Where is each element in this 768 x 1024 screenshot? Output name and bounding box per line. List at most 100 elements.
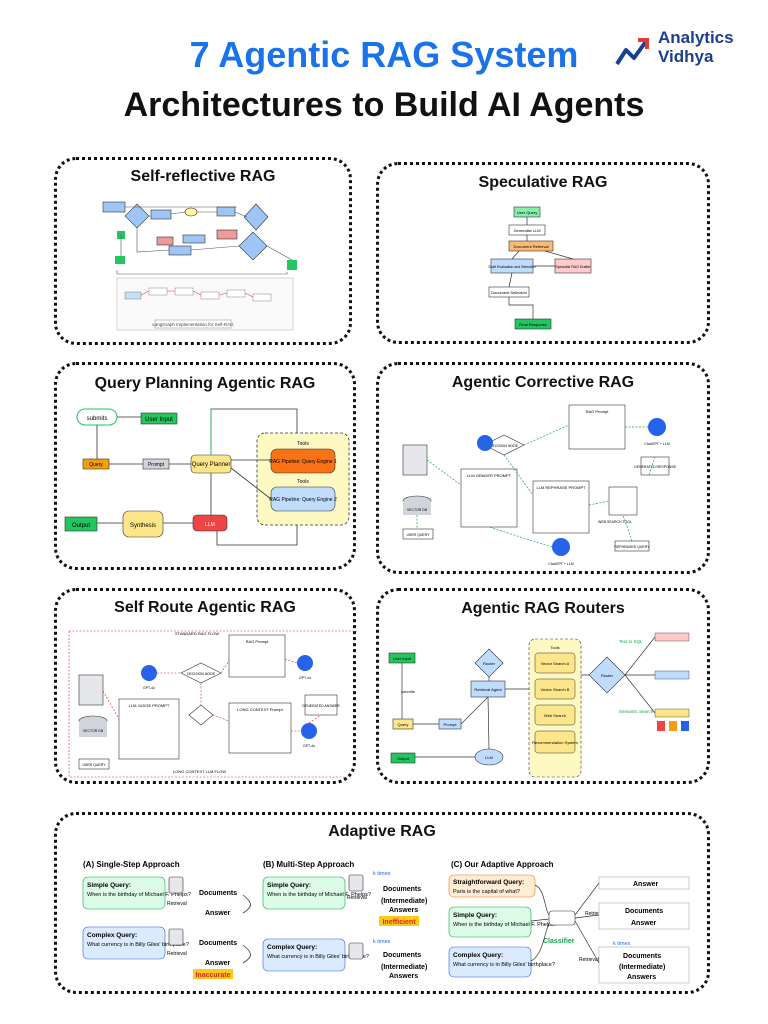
self-reflective-diagram: LangGraph Implementation for Self-RAG	[102, 201, 297, 331]
b-retrieval-label-1: Retrieval	[347, 895, 367, 901]
tools-label: Tools	[550, 645, 559, 650]
node-retrieval-agent: Retrieval Agent	[474, 687, 502, 692]
node-user-input: User Input	[393, 656, 412, 661]
b-inefficient-badge: Inefficient	[382, 919, 416, 926]
c-classifier-label: Classifier	[543, 938, 575, 945]
node-grader-prompt: LLM GRADER PROMPT	[467, 473, 512, 478]
b-simple-query-label: Simple Query:	[267, 882, 311, 889]
node-query: Query	[89, 462, 103, 468]
node-user-input: User Input	[145, 417, 173, 423]
node-submits: submits	[87, 416, 108, 422]
b-complex-query-text: What currency is in Billy Giles' birthpl…	[267, 954, 369, 960]
b-answers-2: Answers	[389, 973, 418, 980]
node-decision: DECISION NODE	[490, 444, 519, 448]
node-recommendation: Recommendation System	[532, 740, 578, 745]
adaptive-diagram: (A) Single-Step Approach Simple Query: W…	[82, 860, 690, 984]
panel-routers: Agentic RAG Routers User Input submits Q…	[376, 588, 710, 784]
node-gpt4o-1: GPT-4o	[143, 686, 155, 690]
c-intermediate: (Intermediate)	[619, 964, 665, 971]
label-submits: submits	[401, 689, 415, 694]
node-user-query: USER QUERY	[82, 763, 106, 767]
title-line-1: 7 Agentic RAG System	[189, 34, 579, 75]
node-vector-search-b: Vector Search B	[541, 687, 570, 692]
node-rag-prompt: RAG Prompt	[246, 639, 270, 644]
c-simple-query-label: Simple Query:	[453, 912, 497, 919]
approach-b-title: (B) Multi-Step Approach	[263, 860, 354, 869]
c-answer-2: Answer	[631, 920, 657, 927]
node-draft-evaluation: Draft Evaluation and Selection	[488, 265, 535, 269]
node-query-engine-2: RAG Pipeline: Query Engine 2	[269, 497, 337, 503]
node-long-prompt: LONG CONTEXT Prompt	[237, 707, 283, 712]
b-intermediate-2: (Intermediate)	[381, 964, 427, 971]
panel-title: Self-reflective RAG	[130, 168, 276, 185]
node-output: Output	[397, 756, 410, 761]
label-standard-flow: STANDARD RAG FLOW	[175, 631, 219, 636]
brand-line-2: Vidhya	[658, 47, 714, 66]
c-documents-1: Documents	[625, 908, 663, 915]
node-prompt: Prompt	[444, 722, 458, 727]
a-retrieval-label-1: Retrieval	[167, 901, 187, 907]
c-simple-query-text: When is the birthday of Michael F. Phelp…	[453, 922, 557, 928]
node-rag-prompt: RAG Prompt	[586, 409, 610, 414]
b-k-times-2: k times	[373, 939, 391, 945]
node-synthesis: Synthesis	[130, 523, 156, 529]
node-output: Output	[72, 523, 90, 529]
panel-query-planning: Query Planning Agentic RAG submits User …	[54, 362, 356, 570]
node-generalist-llm: Generalist LLM	[513, 228, 540, 233]
panel-title: Agentic Corrective RAG	[451, 374, 635, 391]
panel-speculative: Speculative RAG User Query Generalist LL…	[376, 162, 710, 344]
c-k-times: k times	[613, 941, 631, 947]
c-straight-query-text: Paris is the capital of what?	[453, 889, 520, 895]
node-generated-answer: GENERATED ANSWER	[302, 704, 340, 708]
a-documents-1: Documents	[199, 890, 237, 897]
a-complex-query-text: What currency is in Billy Giles' birthpl…	[87, 942, 189, 948]
panel-self-reflective: Self-reflective RAG LangGraph Implementa…	[54, 157, 352, 345]
node-chatgpt-2: ChatGPT + LLM	[548, 562, 573, 566]
speculative-diagram: User Query Generalist LLM Document Retri…	[488, 206, 591, 330]
a-simple-query-text: When is the birthday of Michael F. Phelp…	[87, 892, 191, 898]
node-query-engine-1: RAG Pipeline: Query Engine 1	[269, 459, 337, 465]
node-user-query: USER QUERY	[406, 533, 430, 537]
node-judge-prompt: LLM JUDGE PROMPT	[129, 703, 170, 708]
c-retrieval-label-1: Retrieval	[585, 911, 605, 917]
node-query: Query	[398, 722, 409, 727]
a-documents-2: Documents	[199, 940, 237, 947]
node-specialist-drafter: Specialist RAG Drafter	[555, 265, 591, 269]
node-vector-db: VECTOR DB	[83, 729, 104, 733]
a-answer-1: Answer	[205, 910, 231, 917]
approach-a-title: (A) Single-Step Approach	[83, 860, 180, 869]
approach-c-title: (C) Our Adaptive Approach	[451, 860, 554, 869]
node-chatgpt-1: ChatGPT + LLM	[644, 442, 669, 446]
brand-line-1: Analytics	[658, 28, 734, 47]
b-simple-query-text: When is the birthday of Michael F. Phelp…	[267, 892, 371, 898]
c-answer-1: Answer	[633, 881, 659, 888]
a-retrieval-label-2: Retrieval	[167, 951, 187, 957]
label-semantic-search: Semantic Search	[619, 709, 654, 714]
node-rephrased-query: REPHRASED QUERY	[614, 545, 650, 549]
brand-mark-icon	[615, 38, 649, 66]
c-answers: Answers	[627, 974, 656, 981]
tools-label-2: Tools	[297, 479, 309, 485]
node-user-query: User Query	[517, 210, 537, 215]
node-generated-response: GENERATED RESPONSE	[634, 465, 677, 469]
c-straight-query-label: Straightforward Query:	[453, 879, 524, 886]
a-simple-query-label: Simple Query:	[87, 882, 131, 889]
c-complex-query-text: What currency is in Billy Giles' birthpl…	[453, 962, 555, 968]
panel-title: Query Planning Agentic RAG	[94, 375, 316, 392]
c-complex-query-label: Complex Query:	[453, 952, 503, 959]
panel-title: Adaptive RAG	[328, 823, 436, 840]
label-long-context-flow: LONG CONTEXT LLM FLOW	[173, 769, 226, 774]
node-gpt4o-3: GPT-4o	[303, 744, 315, 748]
node-web-search: Web Search	[544, 713, 566, 718]
panel-title: Self Route Agentic RAG	[114, 599, 296, 616]
panel-adaptive: Adaptive RAG (A) Single-Step Approach Si…	[54, 812, 710, 994]
a-answer-2: Answer	[205, 960, 231, 967]
panel-self-route: Self Route Agentic RAG STANDARD RAG FLOW…	[54, 588, 357, 784]
node-web-search: WEB SEARCH TOOL	[598, 520, 632, 524]
a-complex-query-label: Complex Query:	[87, 932, 137, 939]
node-vector-db: VECTOR DB	[407, 508, 428, 512]
c-retrieval-label-2: Retrieval	[579, 957, 599, 963]
node-gpt4o-2: GPT-4o	[299, 676, 311, 680]
node-router-2: Router	[601, 673, 614, 678]
